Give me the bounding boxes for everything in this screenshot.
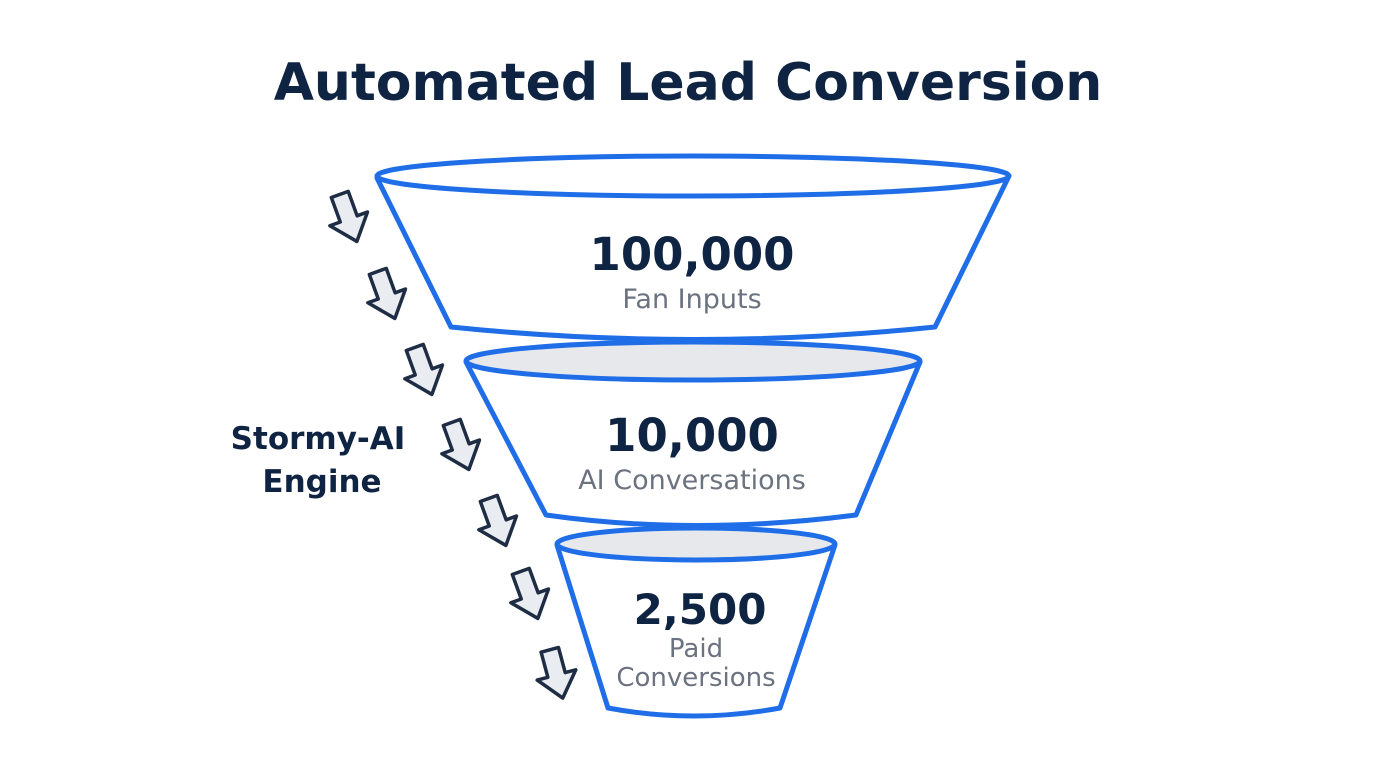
funnel-stage-1-body	[374, 175, 1011, 342]
funnel-stage-2-body	[463, 359, 923, 528]
funnel-stage-3-label-line1: Paid	[669, 634, 723, 664]
funnel-stage-1-label: Fan Inputs	[622, 284, 761, 315]
down-right-arrow-icon	[394, 338, 453, 404]
funnel-stage-1: 100,000 Fan Inputs	[374, 153, 1012, 342]
funnel-stage-3-body	[554, 542, 838, 719]
down-right-arrow-icon	[431, 413, 490, 479]
funnel-stage-1-rim	[374, 153, 1012, 199]
down-right-arrow-icon	[319, 185, 378, 251]
down-right-arrow-icon	[528, 642, 584, 706]
funnel-stage-3: 2,500 Paid Conversions	[554, 525, 838, 719]
funnel-stage-3-value: 2,500	[634, 585, 767, 634]
page-title: Automated Lead Conversion	[274, 53, 1103, 113]
funnel-stage-3-rim	[554, 525, 838, 563]
funnel-stage-2-value: 10,000	[605, 409, 779, 462]
down-right-arrow-icon	[357, 262, 416, 328]
down-right-arrow-icon	[500, 562, 559, 628]
funnel-stage-2-label: AI Conversations	[578, 465, 806, 496]
engine-label-line2: Engine	[262, 464, 381, 500]
funnel-stage-2-rim	[463, 339, 923, 383]
funnel-stage-3-label-line2: Conversions	[616, 663, 775, 693]
down-right-arrow-icon	[468, 489, 527, 555]
funnel-stage-2: 10,000 AI Conversations	[463, 339, 923, 528]
engine-label-line1: Stormy-AI	[231, 421, 406, 457]
funnel-stage-1-value: 100,000	[590, 228, 795, 281]
